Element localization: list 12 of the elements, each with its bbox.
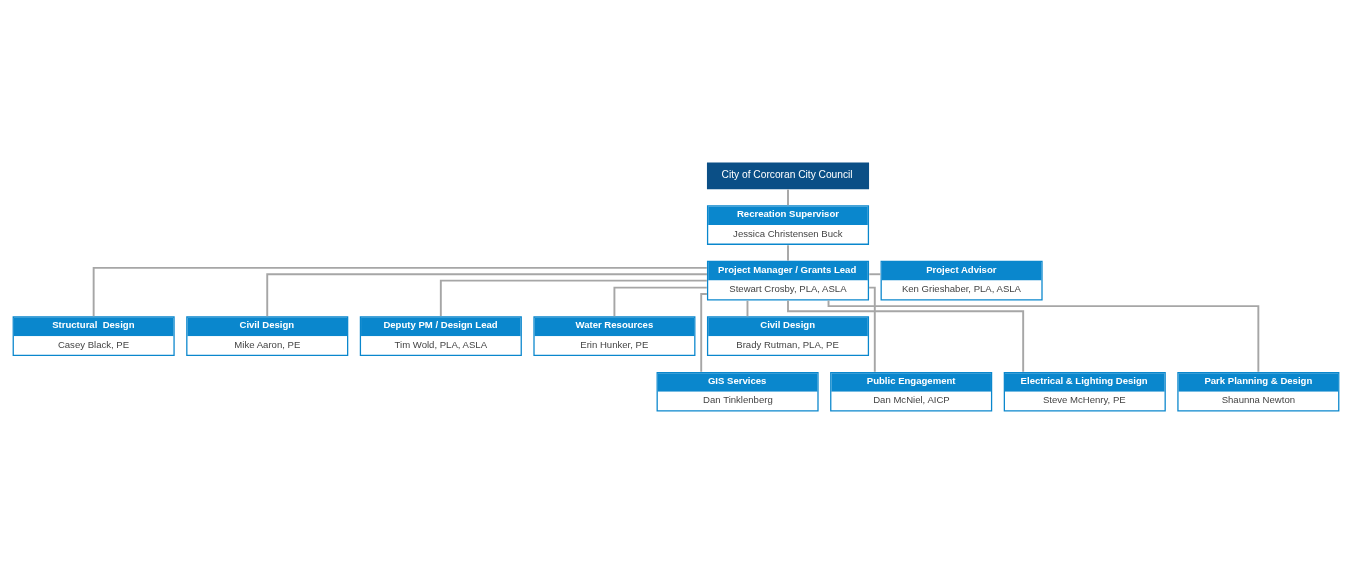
node-box: City of Corcoran City Council [706, 162, 870, 190]
connector [439, 279, 708, 318]
connector [92, 266, 708, 318]
connector [787, 188, 789, 207]
connector [868, 273, 882, 276]
connector [787, 299, 1025, 373]
connector [613, 286, 708, 318]
connector [700, 293, 708, 373]
connector [266, 273, 708, 318]
connector [827, 299, 1260, 373]
connector [787, 244, 789, 262]
connector [868, 286, 876, 373]
